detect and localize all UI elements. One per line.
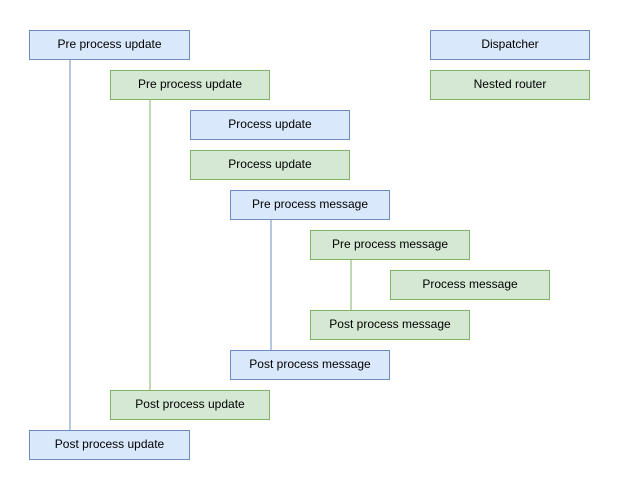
node-n2[interactable]: Pre process update <box>110 70 270 100</box>
node-label: Post process update <box>54 437 165 452</box>
legend-item-item-0[interactable]: Dispatcher <box>430 30 590 60</box>
node-n9[interactable]: Post process message <box>230 350 390 380</box>
node-label: Pre process message <box>251 197 369 212</box>
node-n11[interactable]: Post process update <box>29 430 190 460</box>
node-n4[interactable]: Process update <box>190 150 350 180</box>
node-label: Pre process update <box>57 37 162 52</box>
node-label: Post process message <box>329 317 451 332</box>
node-label: Process update <box>228 157 312 172</box>
node-label: Process message <box>422 277 518 292</box>
node-label: Post process update <box>135 397 245 412</box>
node-label: Post process message <box>249 357 371 372</box>
node-label: Process update <box>228 117 312 132</box>
node-label: Pre process update <box>137 77 243 92</box>
node-label: Pre process message <box>331 237 449 252</box>
legend-item-label: Nested router <box>473 77 547 92</box>
node-n8[interactable]: Post process message <box>310 310 470 340</box>
node-n6[interactable]: Pre process message <box>310 230 470 260</box>
legend-item-item-1[interactable]: Nested router <box>430 70 590 100</box>
node-n3[interactable]: Process update <box>190 110 350 140</box>
node-n5[interactable]: Pre process message <box>230 190 390 220</box>
node-n10[interactable]: Post process update <box>110 390 270 420</box>
legend-item-label: Dispatcher <box>481 37 539 52</box>
node-n7[interactable]: Process message <box>390 270 550 300</box>
node-n1[interactable]: Pre process update <box>29 30 190 60</box>
